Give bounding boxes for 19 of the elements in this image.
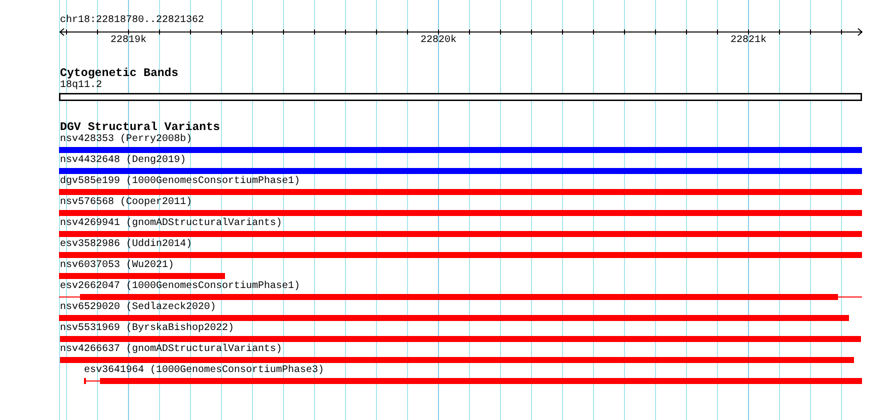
location-heading: chr18:22818780..22821362 xyxy=(60,15,204,27)
tick-label: 22819k xyxy=(110,34,146,46)
feature-label: nsv4269941 (gnomADStructuralVariants) xyxy=(60,218,282,230)
feature-label: nsv428353 (Perry2008b) xyxy=(60,134,192,146)
tick-label: 22820k xyxy=(420,34,456,46)
feature-label: nsv6529020 (Sedlazeck2020) xyxy=(60,302,216,314)
track-heading: DGV Structural Variants xyxy=(60,121,220,134)
track-heading: Cytogenetic Bands xyxy=(60,66,178,80)
feature-label: nsv5531969 (ByrskaBishop2022) xyxy=(60,323,234,335)
band-label: 18q11.2 xyxy=(60,80,102,92)
feature-label: nsv6037053 (Wu2021) xyxy=(60,260,174,272)
feature-label: nsv576568 (Cooper2011) xyxy=(60,197,192,209)
feature-label: esv2662047 (1000GenomesConsortiumPhase1) xyxy=(60,281,300,293)
feature-label: dgv585e199 (1000GenomesConsortiumPhase1) xyxy=(60,176,300,188)
feature-label: nsv4432648 (Deng2019) xyxy=(60,155,186,167)
feature-label: esv3582986 (Uddin2014) xyxy=(60,239,192,251)
feature-label: esv3641964 (1000GenomesConsortiumPhase3) xyxy=(84,365,324,377)
feature-label: nsv4266637 (gnomADStructuralVariants) xyxy=(60,344,282,356)
tick-label: 22821k xyxy=(730,34,766,46)
